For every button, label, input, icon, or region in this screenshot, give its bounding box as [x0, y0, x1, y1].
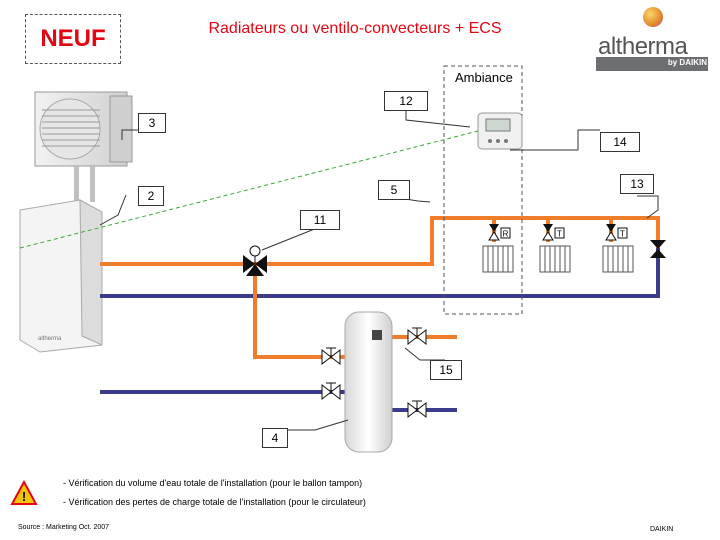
callout-15: 15	[430, 360, 462, 380]
valve-label-t1: T	[557, 230, 562, 239]
radiator-3	[602, 245, 634, 273]
radiator-2	[539, 245, 571, 273]
ambiance-zone	[443, 65, 523, 315]
warning-pressure-loss: - Vérification des pertes de charge tota…	[63, 497, 366, 507]
return-pipe	[100, 248, 660, 298]
room-thermostat	[477, 112, 523, 150]
tank-coil-flow-pipe	[253, 262, 350, 359]
indoor-unit-branding: altherma	[38, 336, 62, 342]
thermostat-link	[19, 130, 479, 249]
ambiance-label: Ambiance	[455, 70, 513, 85]
tank-return-valve	[321, 382, 341, 401]
logo-emblem-icon	[643, 7, 663, 27]
radiator-valve-r: R	[488, 224, 511, 241]
logo-bar	[596, 57, 708, 71]
valve-label-t2: T	[620, 230, 625, 239]
callout-2: 2	[138, 186, 164, 206]
valve-label-r: R	[503, 230, 509, 239]
svg-text:!: !	[22, 489, 26, 504]
warning-icon: !	[10, 479, 38, 505]
callout-13: 13	[620, 174, 654, 194]
callout-3: 3	[138, 113, 166, 133]
callout-12: 12	[384, 91, 428, 111]
altherma-logo: altherma by DAIKIN	[590, 1, 715, 73]
radiator-valve-t2: T	[605, 224, 628, 241]
bypass-valve	[650, 240, 666, 258]
hot-water-valve	[407, 327, 427, 346]
outdoor-unit	[34, 91, 133, 202]
logo-by-daikin: by DAIKIN	[667, 58, 707, 67]
cold-water-valve	[407, 400, 427, 419]
callout-14: 14	[600, 132, 640, 152]
page-title: Radiateurs ou ventilo-convecteurs + ECS	[208, 20, 502, 37]
source-note: Source : Marketing Oct. 2007	[18, 524, 110, 531]
callout-11: 11	[300, 210, 340, 230]
tank-flow-valve	[321, 347, 341, 366]
footer-brand: DAIKIN	[650, 526, 674, 533]
radiator-valve-t1: T	[542, 224, 565, 241]
warning-volume: - Vérification du volume d'eau totale de…	[63, 478, 363, 488]
neuf-badge: NEUF	[25, 14, 121, 64]
pipe-network	[100, 216, 660, 412]
callout-4: 4	[262, 428, 288, 448]
indoor-unit	[19, 199, 103, 353]
three-way-valve	[243, 245, 267, 276]
flow-pipe	[100, 216, 660, 266]
logo-brand: altherma	[598, 33, 688, 60]
hot-water-tank	[344, 311, 393, 453]
radiator-1	[482, 245, 514, 273]
callout-5: 5	[378, 180, 410, 200]
